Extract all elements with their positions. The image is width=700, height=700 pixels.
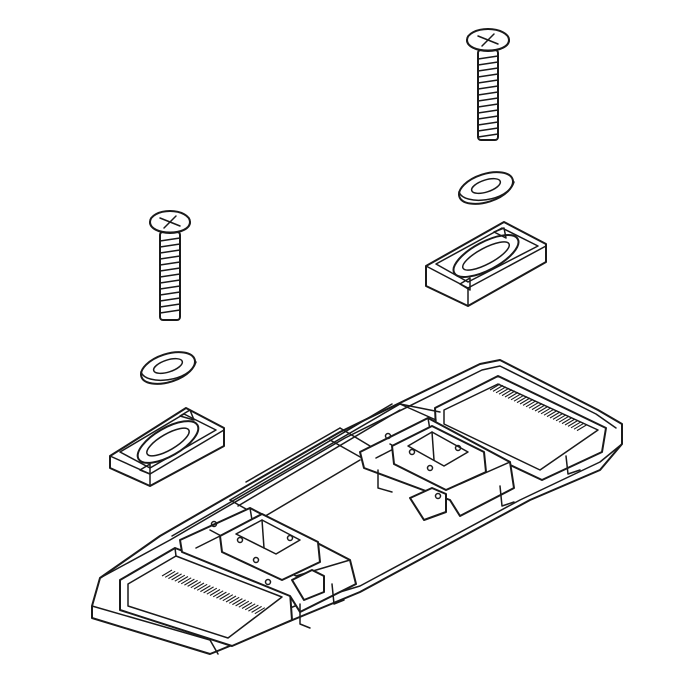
washer-right bbox=[458, 171, 515, 205]
right-clip-block bbox=[359, 417, 581, 521]
washer-left bbox=[140, 351, 197, 385]
screw-left bbox=[149, 210, 191, 321]
base-tray bbox=[91, 359, 623, 655]
left-clip-block bbox=[179, 507, 357, 629]
slotted-pad-right bbox=[425, 221, 547, 307]
center-deck bbox=[171, 403, 441, 537]
left-end-pocket bbox=[119, 547, 293, 647]
right-grip-strip bbox=[489, 383, 588, 432]
left-grip-strip bbox=[161, 569, 266, 615]
slotted-pad-left bbox=[109, 407, 225, 487]
screw-right bbox=[466, 28, 510, 141]
